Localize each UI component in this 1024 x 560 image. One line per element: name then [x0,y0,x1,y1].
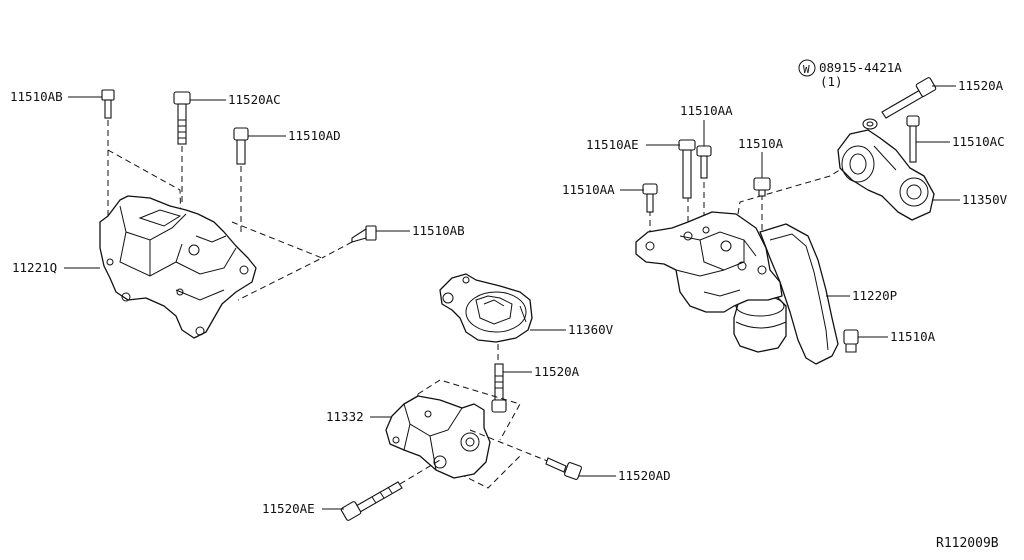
washer-08915-4421A [862,118,878,130]
label-11510AB-top: 11510AB [10,89,63,104]
bolt-11520A-right [881,77,937,119]
bolt-11510AB-top [101,89,115,196]
label-11350V: 11350V [962,192,1008,207]
label-11510AB-side: 11510AB [412,223,465,238]
label-11520AC: 11520AC [228,92,281,107]
label-11520AD: 11520AD [618,468,671,483]
leader-lines [64,85,960,510]
drawing-number: R112009B [936,536,999,551]
bolt-11510AA-lower [642,183,658,213]
bracket-11221Q [99,149,324,339]
label-11220P: 11220P [852,288,897,303]
label-11360V: 11360V [568,322,614,337]
bolt-11510AB-side [321,225,377,259]
bolt-11520AE [340,459,441,521]
bolt-11520A-center [491,363,507,413]
washer-symbol: W [798,59,816,77]
label-quantity-1: (1) [820,74,843,89]
bolt-11510AD [233,127,249,236]
torque-rod-11350V [837,129,935,221]
label-11520A-right: 11520A [958,78,1004,93]
label-11520AE: 11520AE [262,501,315,516]
label-11510AD: 11510AD [288,128,341,143]
bolt-11510AC [906,115,920,163]
bolt-11520AD [545,457,582,480]
washer-symbol-letter: W [803,63,810,76]
bolt-11510AA-upper [696,145,712,179]
label-11221Q: 11221Q [12,260,57,275]
label-11510A-upper: 11510A [738,136,784,151]
label-11510A-lower: 11510A [890,329,936,344]
mount-bracket-11220P [635,156,913,365]
label-11332: 11332 [326,409,364,424]
label-11510AA-upper: 11510AA [680,103,733,118]
mount-11360V [439,273,533,343]
label-11510AA-lower: 11510AA [562,182,615,197]
label-11520A-center: 11520A [534,364,580,379]
bolt-11510A-upper [753,177,771,197]
bolt-11510A-lower [843,329,859,353]
bracket-11332 [385,379,521,489]
label-11510AE: 11510AE [586,137,639,152]
label-08915-4421A: 08915-4421A [819,60,902,75]
bolt-11520AC [173,91,191,206]
bolt-11510AE [678,139,696,199]
label-11510AC: 11510AC [952,134,1005,149]
